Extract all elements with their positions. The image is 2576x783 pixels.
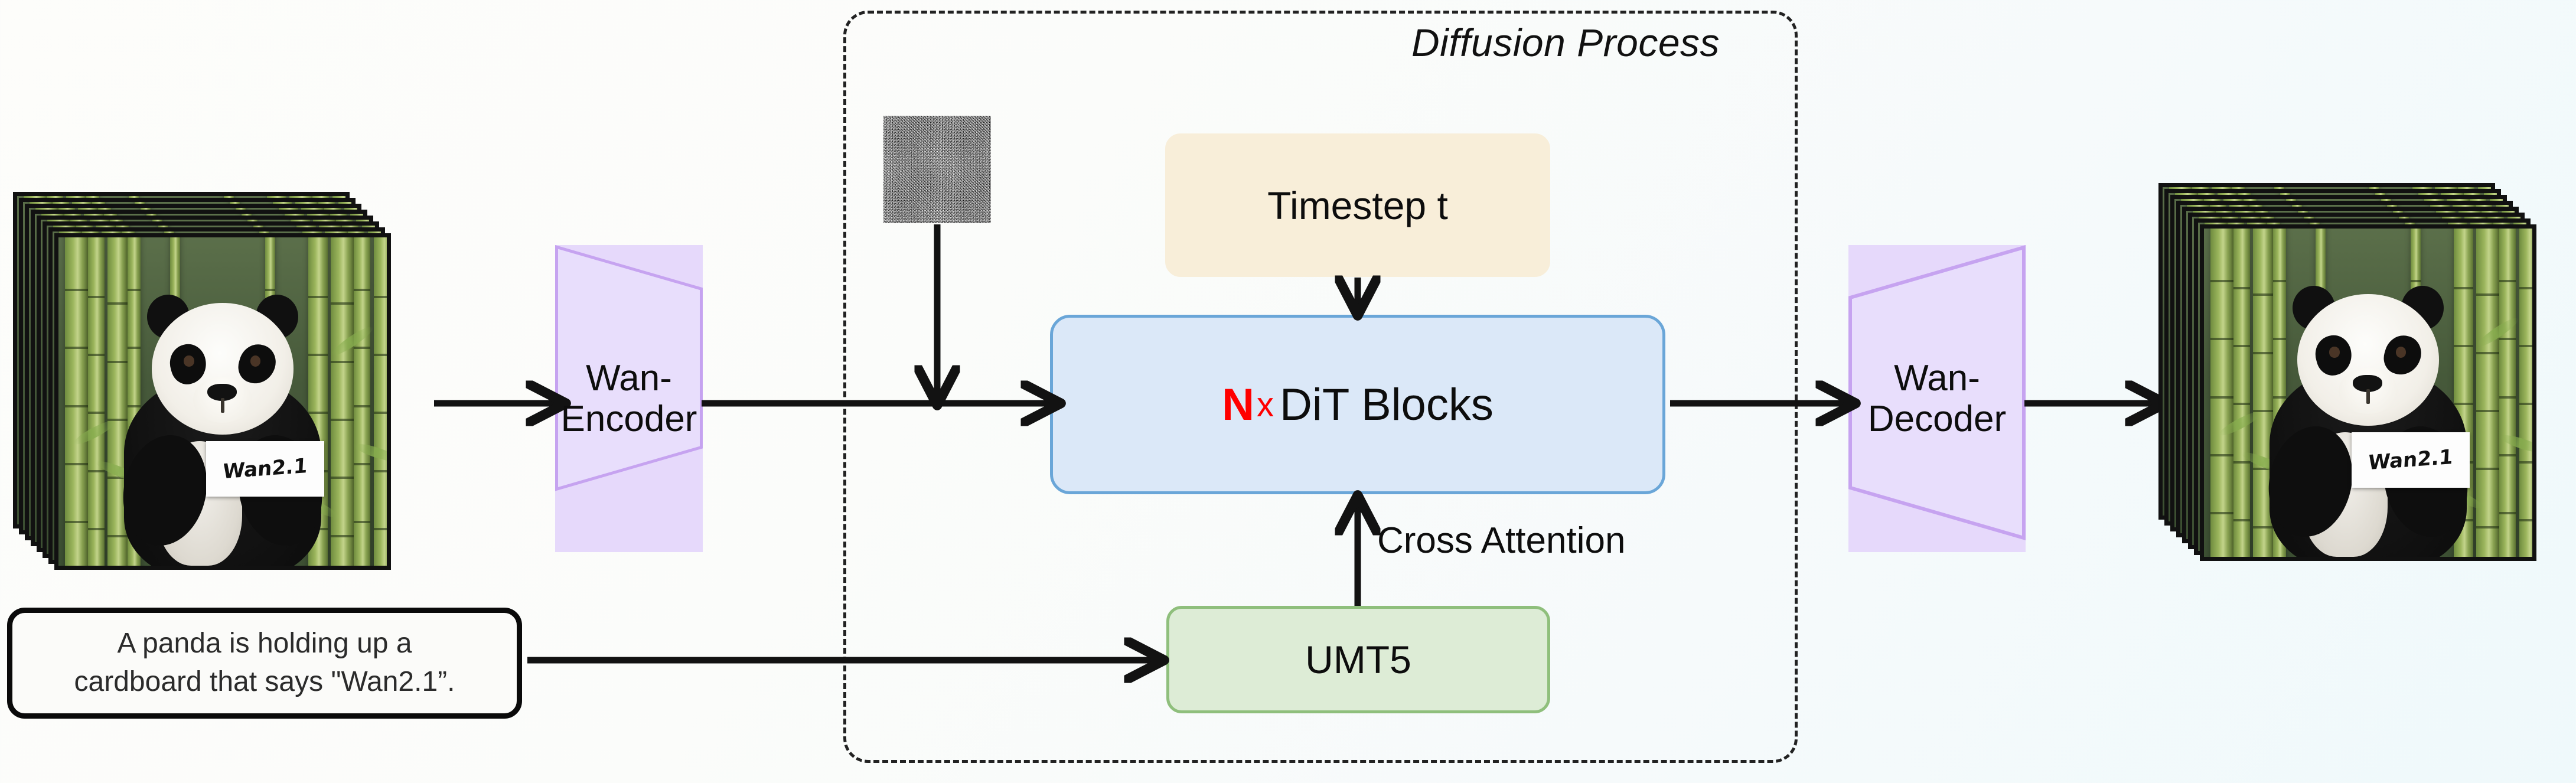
bamboo-stalk	[2253, 229, 2273, 557]
wan-encoder-label: Wan- Encoder	[560, 357, 697, 439]
timestep-label: Timestep t	[1267, 183, 1448, 227]
panda-eye-right	[2396, 347, 2407, 358]
bamboo-stalk	[331, 237, 354, 566]
panda-snout-line	[2366, 389, 2370, 404]
output-video-frame-stack: Wan2.1Wan2.1Wan2.1Wan2.1Wan2.1Wan2.1Wan2…	[2158, 183, 2576, 608]
panda-eye-left	[184, 355, 194, 367]
cardboard-sign: Wan2.1	[2352, 432, 2470, 488]
bamboo-stalk	[354, 237, 371, 566]
bamboo-stalk	[2499, 229, 2516, 557]
umt5-text-encoder-node[interactable]: UMT5	[1166, 606, 1550, 713]
dit-multiply-symbol: x	[1257, 385, 1274, 424]
input-video-frame-stack: Wan2.1Wan2.1Wan2.1Wan2.1Wan2.1Wan2.1Wan2…	[13, 192, 438, 617]
panda-nose	[2353, 374, 2383, 392]
dit-blocks-node[interactable]: N x DiT Blocks	[1050, 315, 1665, 494]
wan-decoder-node[interactable]: Wan- Decoder	[1848, 245, 2026, 552]
panda-illustration: Wan2.1	[58, 237, 387, 566]
panda-eye-left	[2329, 347, 2340, 358]
cardboard-sign-text: Wan2.1	[2368, 445, 2454, 475]
timestep-node[interactable]: Timestep t	[1165, 133, 1550, 277]
prompt-line-1: A panda is holding up a	[117, 628, 412, 660]
cardboard-sign: Wan2.1	[206, 441, 325, 497]
bamboo-stalk	[2519, 229, 2532, 557]
bamboo-stalk	[65, 237, 89, 566]
bamboo-stalk	[2210, 229, 2234, 557]
diffusion-process-region	[843, 11, 1798, 763]
umt5-label: UMT5	[1305, 638, 1411, 681]
panda-illustration: Wan2.1	[2204, 229, 2532, 557]
gaussian-noise-latent-patch	[883, 116, 991, 223]
prompt-line-2: cardboard that says "Wan2.1”.	[74, 666, 455, 697]
wan-encoder-node[interactable]: Wan- Encoder	[555, 245, 703, 552]
prompt-text-box[interactable]: A panda is holding up a cardboard that s…	[7, 608, 522, 719]
cross-attention-edge-label: Cross Attention	[1377, 520, 1626, 561]
bamboo-stalk	[88, 237, 105, 566]
panda-snout-line	[220, 398, 225, 413]
cardboard-sign-text: Wan2.1	[222, 454, 308, 484]
panda-eye-right	[250, 355, 261, 367]
bamboo-stalk	[2476, 229, 2500, 557]
dit-repeat-count: N	[1222, 379, 1255, 430]
bamboo-stalk	[373, 237, 387, 566]
wan-decoder-label: Wan- Decoder	[1867, 357, 2007, 439]
video-frame: Wan2.1	[2200, 224, 2536, 561]
panda-nose	[207, 383, 237, 401]
bamboo-stalk	[2233, 229, 2250, 557]
dit-blocks-label: DiT Blocks	[1280, 379, 1494, 430]
video-frame: Wan2.1	[54, 233, 391, 570]
diffusion-process-label: Diffusion Process	[1411, 21, 1720, 64]
